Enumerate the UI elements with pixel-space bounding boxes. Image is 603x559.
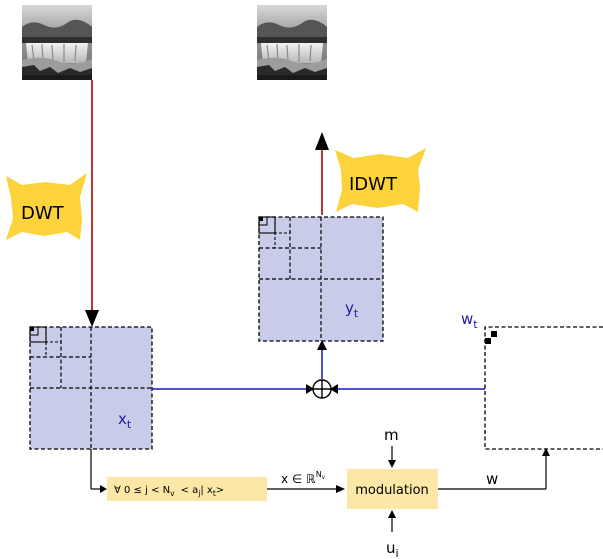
xt-coefficient-block bbox=[29, 326, 153, 450]
reconstructed-image bbox=[256, 4, 328, 81]
dwt-arrow-head bbox=[85, 310, 99, 327]
source-image bbox=[21, 4, 93, 81]
wt-coefficient-block bbox=[484, 326, 603, 450]
yt-label: yt bbox=[345, 299, 359, 320]
projection-arrow-head bbox=[100, 485, 107, 493]
w-arrow-head bbox=[542, 448, 550, 456]
idwt-arrow-head bbox=[315, 132, 329, 150]
reconstructed-waterfall-image bbox=[256, 4, 328, 81]
modulation-box bbox=[347, 469, 438, 509]
m-arrow-head bbox=[388, 460, 396, 468]
source-waterfall-image bbox=[21, 4, 93, 81]
wt-arrow-head bbox=[330, 384, 338, 394]
idwt-star bbox=[335, 148, 426, 212]
dwt-label: DWT bbox=[21, 203, 65, 224]
ui-label: ui bbox=[386, 539, 399, 559]
w-label: w bbox=[486, 470, 498, 488]
idwt-label: IDWT bbox=[349, 174, 398, 195]
adder-arrow-head bbox=[317, 340, 327, 350]
m-label: m bbox=[384, 426, 399, 444]
modulation-arrow-head bbox=[336, 485, 345, 493]
yt-coefficient-block bbox=[258, 216, 384, 342]
dwt-star bbox=[6, 173, 87, 240]
x-vector-label: x ∈ ℝNv bbox=[281, 470, 326, 486]
modulation-label: modulation bbox=[355, 483, 429, 498]
ui-arrow-head bbox=[388, 510, 396, 518]
projection-box bbox=[107, 477, 267, 501]
adder-oplus bbox=[312, 379, 332, 399]
projection-label: ∀ 0 ≤ j < Nv< aj| xt> bbox=[114, 485, 224, 498]
xt-arrow-head bbox=[306, 384, 314, 394]
wt-label: wt bbox=[461, 310, 478, 331]
xt-label: xt bbox=[118, 410, 132, 431]
